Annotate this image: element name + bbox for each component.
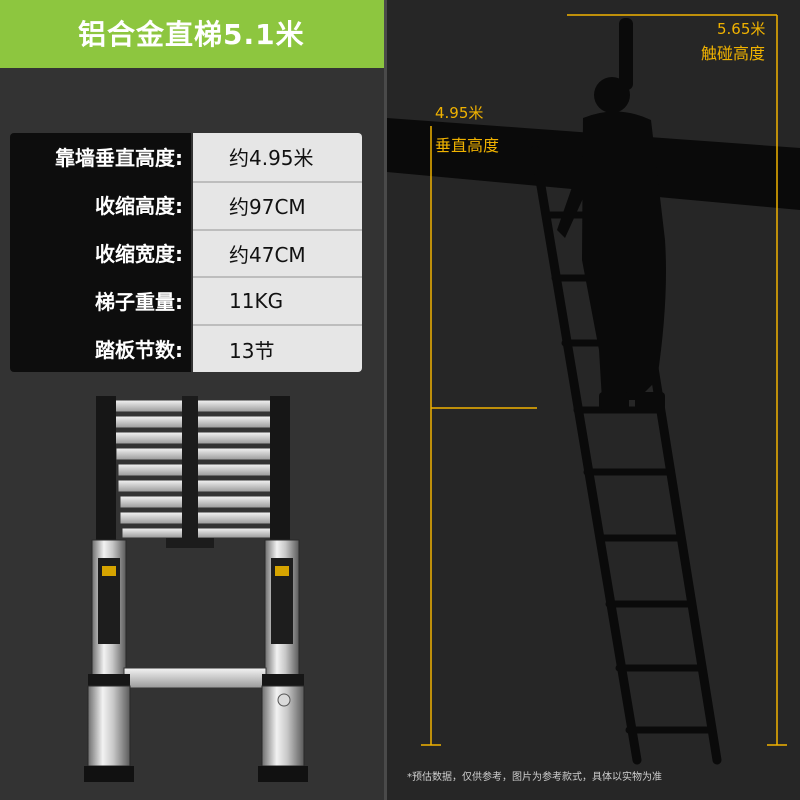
spec-row: 收缩高度: 约97CM	[10, 180, 362, 229]
rung-stack	[96, 396, 291, 548]
touch-height-value: 5.65米	[717, 20, 766, 38]
spec-value: 约47CM	[193, 228, 362, 277]
worker-silhouette	[557, 18, 666, 410]
collapsed-ladder-image	[84, 396, 308, 782]
spec-label: 收缩宽度:	[10, 228, 191, 277]
vertical-height-label: 垂直高度	[435, 136, 500, 155]
spec-label: 靠墙垂直高度:	[10, 133, 191, 181]
bottom-rung	[123, 667, 267, 689]
spec-row: 靠墙垂直高度: 约4.95米	[10, 133, 362, 181]
spec-value: 11KG	[193, 276, 362, 325]
height-guides	[421, 14, 787, 746]
product-title: 铝合金直梯5.1米	[78, 18, 305, 51]
spec-row: 收缩宽度: 约47CM	[10, 228, 362, 277]
spec-value: 约97CM	[193, 180, 362, 229]
spec-value: 13节	[193, 324, 362, 372]
touch-height-label: 触碰高度	[701, 44, 766, 63]
spec-label: 梯子重量:	[10, 276, 191, 325]
spec-row: 梯子重量: 11KG	[10, 276, 362, 325]
vertical-height-value: 4.95米	[435, 104, 484, 122]
usage-scene: 5.65米 触碰高度 4.95米 垂直高度	[387, 0, 800, 800]
silhouette-scene	[387, 14, 800, 765]
spec-label: 收缩高度:	[10, 180, 191, 229]
spec-table: 靠墙垂直高度: 约4.95米 收缩高度: 约97CM 收缩宽度: 约47CM 梯…	[10, 133, 362, 372]
disclaimer: *预估数据，仅供参考，图片为参考款式，具体以实物为准	[407, 772, 662, 783]
spec-row: 踏板节数: 13节	[10, 324, 362, 372]
spec-label: 踏板节数:	[10, 324, 191, 372]
spec-value: 约4.95米	[193, 133, 362, 181]
panel-divider	[384, 0, 387, 800]
product-panel: 铝合金直梯5.1米 靠墙垂直高度: 约4.95米 收缩高度: 约97CM 收缩宽…	[0, 0, 384, 800]
title-bar: 铝合金直梯5.1米	[0, 0, 384, 68]
